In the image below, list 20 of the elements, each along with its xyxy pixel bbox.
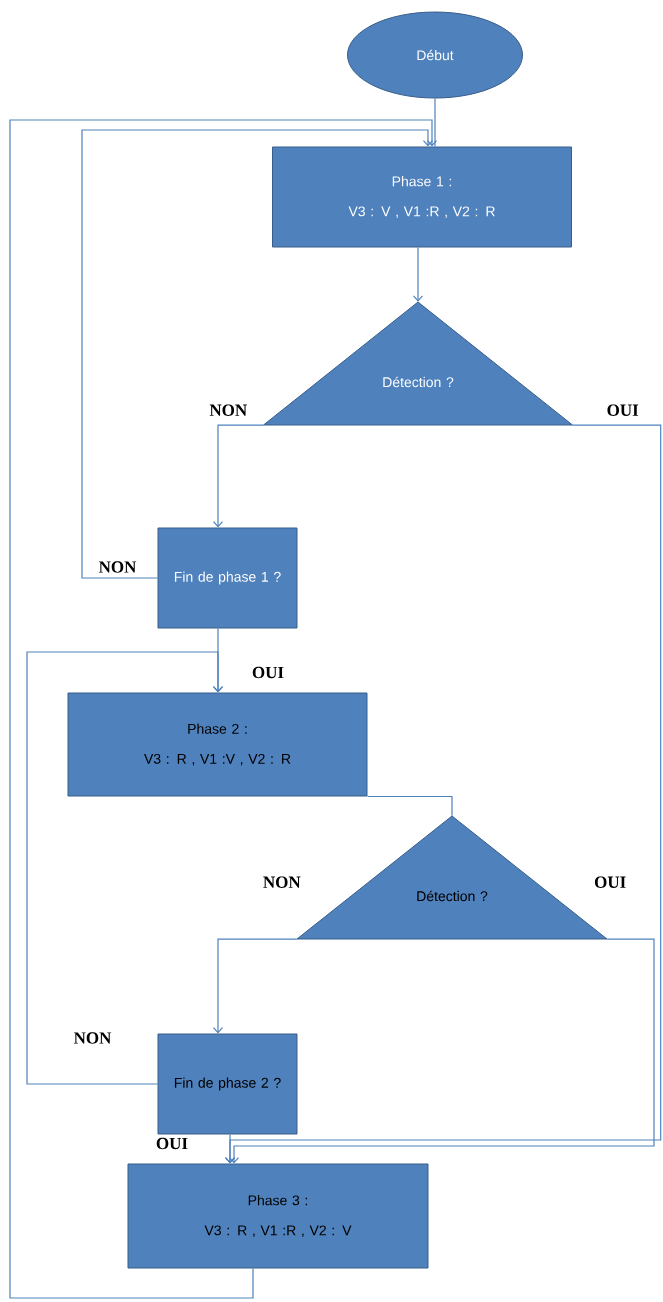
process-box: Phase 1 : V3 : V , V1 :R , V2 : R (272, 146, 572, 248)
arrow (212, 938, 298, 1034)
arrow (412, 246, 424, 302)
arrow (228, 938, 655, 1164)
edge-label: OUI (605, 403, 640, 417)
edge-label: NON (208, 403, 249, 417)
process-box: Phase 2 : V3 : R , V1 :V , V2 : R (67, 692, 368, 797)
arrow (212, 424, 264, 528)
arrow (9, 119, 438, 1299)
process-box: Fin de phase 1 ? (157, 527, 298, 629)
decision-triangle: Détection ? (263, 301, 573, 426)
arrow (224, 1133, 236, 1164)
arrow (81, 129, 434, 579)
process-box: Fin de phase 2 ? (157, 1033, 298, 1135)
edge-label: NON (97, 560, 138, 574)
process-box: Phase 3 : V3 : R , V1 :R , V2 : V (127, 1163, 429, 1269)
edge-label: OUI (154, 1136, 190, 1151)
edge-label: NON (72, 1031, 113, 1045)
arrow (26, 651, 224, 1085)
edge-label: OUI (250, 665, 286, 680)
